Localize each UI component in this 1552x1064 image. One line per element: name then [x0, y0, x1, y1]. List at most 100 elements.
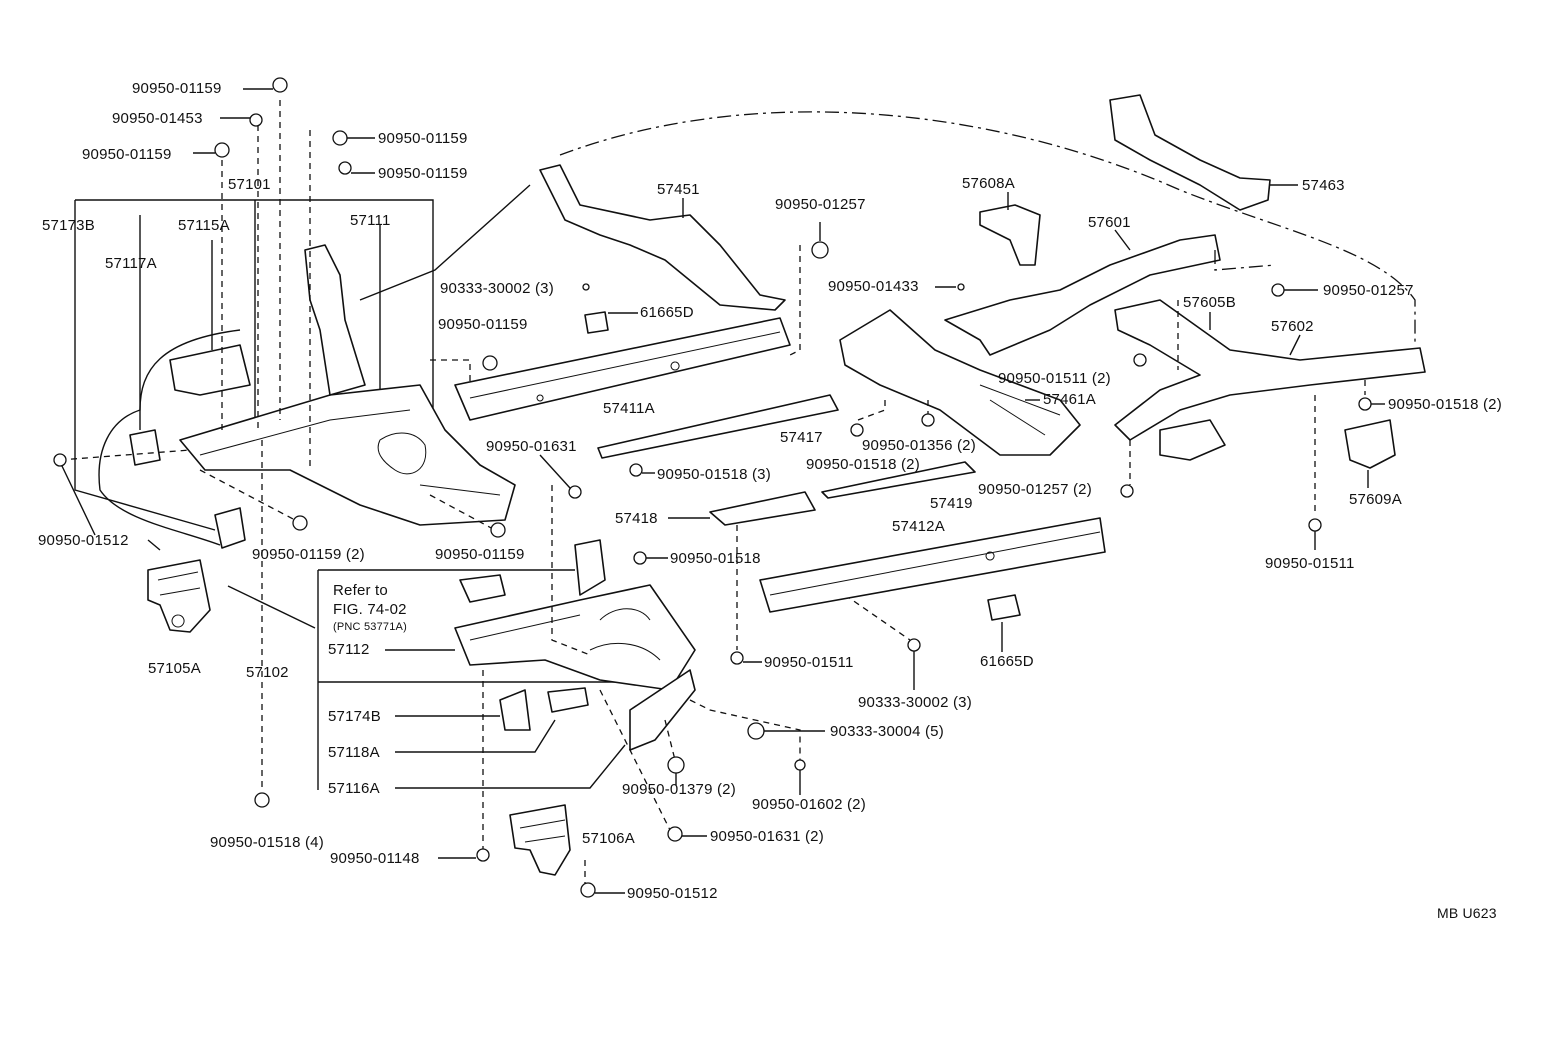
- clip-01602: [794, 759, 806, 771]
- label-90950-01518-2b: 90950-01518 (2): [1388, 396, 1502, 413]
- part-61665d-a-shape: [584, 311, 609, 334]
- part-57418-shape: [709, 491, 816, 526]
- label-90950-01512-b: 90950-01512: [627, 885, 718, 902]
- label-57111: 57111: [350, 212, 391, 229]
- clip-01453: [249, 113, 263, 127]
- clip-01518a: [633, 551, 647, 565]
- label-90950-01257-b: 90950-01257: [1323, 282, 1414, 299]
- label-90950-01511-2: 90950-01511 (2): [998, 370, 1111, 387]
- label-61665d-b: 61665D: [980, 653, 1034, 670]
- label-90950-01518-2a: 90950-01518 (2): [806, 456, 920, 473]
- clip-01159c: [332, 130, 348, 146]
- label-refer-to: Refer to: [333, 582, 388, 599]
- label-57419: 57419: [930, 495, 973, 512]
- dash-30004: [689, 699, 801, 760]
- clip-01518-4: [254, 792, 270, 808]
- label-57118a: 57118A: [328, 744, 380, 761]
- clip-01356: [921, 413, 935, 427]
- label-57601: 57601: [1088, 214, 1131, 231]
- clip-01511b: [1308, 518, 1322, 532]
- part-57602-shape: [1114, 299, 1426, 441]
- clip-30002a: [582, 283, 590, 291]
- part-57605b-bracket: [1159, 419, 1226, 461]
- label-57463: 57463: [1302, 177, 1345, 194]
- label-57116a: 57116A: [328, 780, 380, 797]
- clip-01159d: [338, 161, 352, 175]
- leader-57602: [1289, 334, 1301, 356]
- label-90950-01148: 90950-01148: [330, 850, 420, 867]
- dash-01512: [59, 449, 191, 461]
- clip-01159a: [272, 77, 288, 93]
- label-57106a: 57106A: [582, 830, 635, 847]
- label-90950-01518-4: 90950-01518 (4): [210, 834, 324, 851]
- clip-01257a: [811, 241, 829, 259]
- part-57117a-shape: [129, 429, 161, 466]
- part-57174b-shape: [499, 689, 531, 731]
- label-57411a: 57411A: [603, 400, 655, 417]
- dash-01257a: [789, 245, 801, 356]
- leader-f: [61, 465, 161, 551]
- part-57412a-shape: [759, 517, 1106, 613]
- label-90950-01257-2: 90950-01257 (2): [978, 481, 1092, 498]
- clip-01511a: [730, 651, 744, 665]
- clip-01518-2b: [1358, 397, 1372, 411]
- part-57451-shape: [539, 164, 786, 311]
- leader-57116a: [395, 744, 626, 789]
- clip-01379: [667, 756, 685, 774]
- clip-30002b: [907, 638, 921, 652]
- part-57411a-detail: [469, 331, 781, 402]
- label-57412a: 57412A: [892, 518, 945, 535]
- clip-01433: [957, 283, 965, 291]
- part-refer-74-02: [459, 574, 506, 603]
- part-57111-detail: [199, 409, 501, 496]
- clip-01512a: [53, 453, 67, 467]
- part-57419-shape: [821, 461, 976, 499]
- label-90950-01159-f: 90950-01159: [438, 316, 528, 333]
- clip-01257-2: [1120, 484, 1134, 498]
- clip-01159-2: [292, 515, 308, 531]
- label-57451: 57451: [657, 181, 700, 198]
- clip-01518-2a: [850, 423, 864, 437]
- part-57417-shape: [597, 394, 839, 459]
- diagram-reference-code: MB U623: [1437, 905, 1497, 921]
- floor-outline: [98, 184, 531, 546]
- dash-01159-2: [199, 469, 296, 521]
- leader-57601: [1114, 229, 1131, 251]
- clip-01148: [476, 848, 490, 862]
- clip-30004: [747, 722, 765, 740]
- label-90950-01159-d: 90950-01159: [378, 165, 468, 182]
- part-57461a-detail: [979, 384, 1061, 436]
- part-57412a-detail: [769, 531, 1101, 596]
- label-57115a: 57115A: [178, 217, 230, 234]
- part-57105a-detail: [157, 571, 201, 628]
- clip-01512b: [580, 882, 596, 898]
- label-90950-01453: 90950-01453: [112, 110, 203, 127]
- part-57106a-detail: [519, 819, 566, 843]
- dash-01159f: [430, 359, 471, 385]
- part-57111-shape: [179, 384, 516, 526]
- dash-01159e: [429, 494, 496, 531]
- label-57602: 57602: [1271, 318, 1314, 335]
- label-90950-01159-a: 90950-01159: [132, 80, 222, 97]
- part-57118a-shape: [547, 687, 589, 713]
- label-90950-01257-a: 90950-01257: [775, 196, 866, 213]
- label-57417: 57417: [780, 429, 823, 446]
- label-90950-01159-c: 90950-01159: [378, 130, 468, 147]
- clip-01631-2: [667, 826, 683, 842]
- label-90950-01518-3: 90950-01518 (3): [657, 466, 771, 483]
- label-57102: 57102: [246, 664, 289, 681]
- dash-01257b: [1214, 250, 1276, 271]
- label-90950-01631-2: 90950-01631 (2): [710, 828, 824, 845]
- leader-57118a: [395, 719, 556, 753]
- part-57608a-shape: [979, 204, 1041, 266]
- label-57461a: 57461A: [1043, 391, 1096, 408]
- part-57173b-shape: [214, 507, 246, 549]
- clip-01631: [568, 485, 582, 499]
- label-57117a: 57117A: [105, 255, 157, 272]
- part-57112-shape: [454, 584, 696, 691]
- label-90333-30002-3b: 90333-30002 (3): [858, 694, 972, 711]
- label-57605b: 57605B: [1183, 294, 1236, 311]
- group-57102-bracket: [317, 569, 640, 790]
- label-90950-01159-e: 90950-01159: [435, 546, 525, 563]
- body-outline-dashdot: [559, 111, 1416, 345]
